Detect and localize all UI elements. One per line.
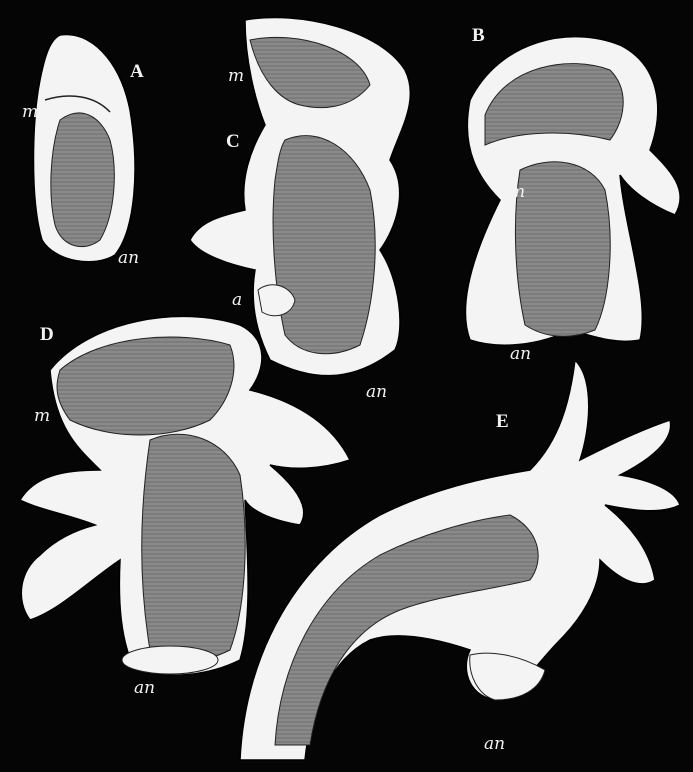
figure-letter-e: E: [496, 412, 509, 431]
figure-b-label-m: m: [509, 184, 525, 201]
figure-letter-b: B: [472, 26, 485, 45]
figure-c-label-m: m: [228, 68, 244, 85]
figure-a-label-an: an: [118, 250, 139, 267]
figure-d-label-m: m: [34, 408, 50, 425]
figure-a-label-m: m: [22, 104, 38, 121]
figure-c-label-an: an: [366, 384, 387, 401]
figure-letter-d: D: [40, 325, 54, 344]
figure-e-label-an: an: [484, 736, 505, 753]
figure-a-drawing: [34, 34, 136, 261]
figure-c-label-a: a: [232, 292, 242, 309]
figure-b-label-an: an: [510, 346, 531, 363]
figure-letter-c: C: [226, 132, 240, 151]
figure-b-drawing: [465, 37, 680, 346]
figure-d-label-an: an: [134, 680, 155, 697]
figure-letter-a: A: [130, 62, 144, 81]
